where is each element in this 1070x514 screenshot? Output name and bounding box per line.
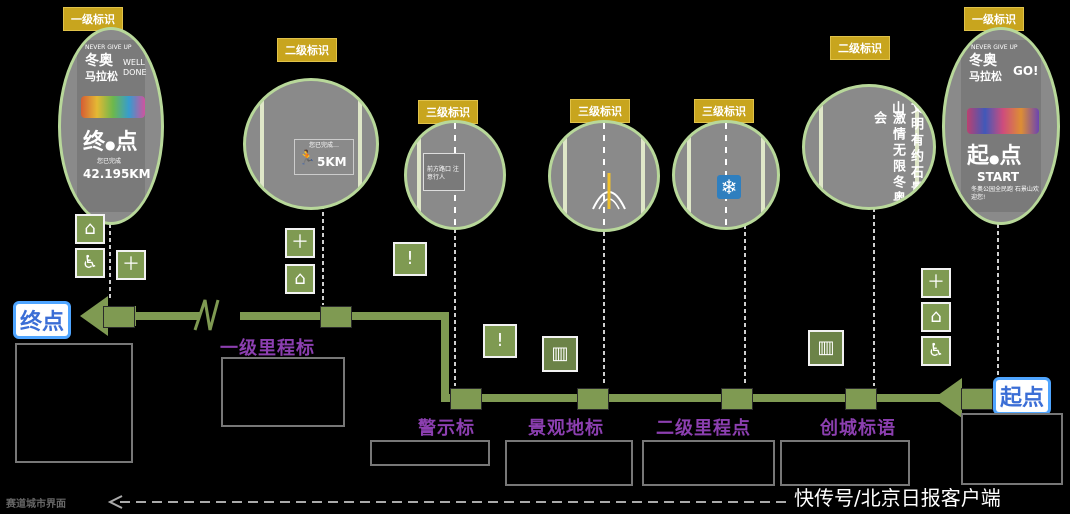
watermark: 快传号/北京日报客户端 (794, 486, 1001, 510)
finish-brand-line1: 冬奥 (85, 53, 113, 69)
badge-level3-warning: 三级标识 (418, 100, 478, 124)
start-label: 起点 (996, 380, 1049, 412)
landmark-arch-graphic (592, 173, 626, 210)
first-aid-icon: ＋ (285, 228, 315, 258)
home-heart-icon: ⌂ (75, 214, 105, 244)
crossing-text: 前方路口 注意行人 (427, 166, 459, 181)
km-marker2-label: 二级里程点 (656, 418, 751, 439)
image-placeholder (780, 440, 910, 486)
leader-line (322, 205, 324, 305)
warning-icon: ! (393, 242, 427, 276)
start-note: 冬奥公园全民跑 石景山欢迎您! (971, 186, 1039, 201)
finish-title-a: 终 (83, 130, 106, 155)
route-marker (577, 388, 609, 410)
building-icon: ▥ (542, 336, 578, 372)
km-note: 您已完成… (309, 142, 340, 149)
start-runners-graphic (967, 108, 1039, 134)
image-placeholder (15, 343, 133, 463)
route-line (240, 312, 1000, 402)
warning-sign-bubble: 前方路口 注意行人 (404, 120, 506, 230)
home-heart-icon: ⌂ (921, 302, 951, 332)
start-brand-line1: 冬奥 (969, 53, 997, 69)
start-title-a: 起 (967, 144, 990, 169)
route-marker (961, 388, 993, 410)
start-title: 起●点 (967, 144, 1022, 169)
leader-line (454, 222, 456, 386)
finish-sign-bubble: NEVER GIVE UP 冬奥 马拉松 WELL DONE 终●点 您已完成 … (58, 27, 164, 225)
runner-icon: 🏃 (298, 150, 316, 166)
snowflake-icon: ❄ (717, 175, 741, 199)
chair-icon: ♿ (921, 336, 951, 366)
image-placeholder (505, 440, 633, 486)
route-marker (721, 388, 753, 410)
finish-brand: 冬奥 马拉松 (85, 54, 118, 84)
finish-title: 终●点 (83, 130, 138, 155)
finish-top-text: NEVER GIVE UP (85, 44, 132, 51)
km2-sign-bubble: ❄ (672, 120, 780, 230)
warning-label: 警示标 (418, 418, 475, 439)
building-icon: ▥ (808, 330, 844, 366)
finish-distance: 42.195KM (83, 167, 151, 181)
slogan-label: 创城标语 (820, 418, 896, 439)
finish-runners-graphic (81, 96, 145, 118)
chair-icon: ♿ (75, 248, 105, 278)
slogan-col1: 文明有约石景山 (889, 101, 923, 197)
image-placeholder (961, 413, 1063, 485)
km-sign-panel: 您已完成… 🏃 5KM (294, 139, 354, 175)
route-marker (845, 388, 877, 410)
badge-level2-km: 二级标识 (277, 38, 337, 62)
start-top-text: NEVER GIVE UP (971, 44, 1018, 51)
leader-line (744, 225, 746, 385)
leader-line (603, 225, 605, 385)
leader-line (997, 210, 999, 380)
city-interface-arrowhead (107, 495, 123, 509)
start-sign-bubble: NEVER GIVE UP 冬奥 马拉松 GO! 起●点 START 冬奥公园全… (942, 27, 1060, 225)
start-brand-line2: 马拉松 (969, 70, 1002, 83)
finish-brand-line2: 马拉松 (85, 70, 118, 83)
badge-level2-slogan: 二级标识 (830, 36, 890, 60)
route-marker (450, 388, 482, 410)
slogan-col2: 激情无限冬奥会 (871, 111, 905, 207)
km-distance: 5KM (317, 155, 347, 169)
finish-tagline: WELL DONE (123, 58, 147, 77)
slogan-sign-bubble: 文明有约石景山 激情无限冬奥会 (802, 84, 936, 210)
km-marker-label: 一级里程标 (220, 338, 315, 359)
route-marker (320, 306, 352, 328)
start-title-b: 点 (999, 144, 1022, 169)
crossing-sign: 前方路口 注意行人 (423, 153, 465, 191)
home-heart-icon: ⌂ (285, 264, 315, 294)
leader-line (109, 210, 111, 298)
image-placeholder (221, 357, 345, 427)
km-sign-bubble: 您已完成… 🏃 5KM (243, 78, 379, 210)
finish-note: 您已完成 (97, 158, 122, 165)
finish-title-b: 点 (115, 130, 138, 155)
image-placeholder (370, 440, 490, 466)
city-interface-label: 赛道城市界面 (6, 499, 66, 510)
leader-line (873, 208, 875, 386)
image-placeholder (642, 440, 775, 486)
landmark-label: 景观地标 (528, 418, 604, 439)
first-aid-icon: ＋ (921, 268, 951, 298)
route-marker (103, 306, 135, 328)
route-break (193, 299, 220, 331)
end-label: 终点 (16, 304, 69, 336)
badge-level3-km2: 三级标识 (694, 99, 754, 123)
warning-icon: ! (483, 324, 517, 358)
landmark-sign-bubble (548, 120, 660, 232)
first-aid-icon: ＋ (116, 250, 146, 280)
start-brand: 冬奥 马拉松 (969, 54, 1002, 84)
start-tagline: GO! (1013, 64, 1039, 78)
start-en: START (977, 170, 1020, 184)
